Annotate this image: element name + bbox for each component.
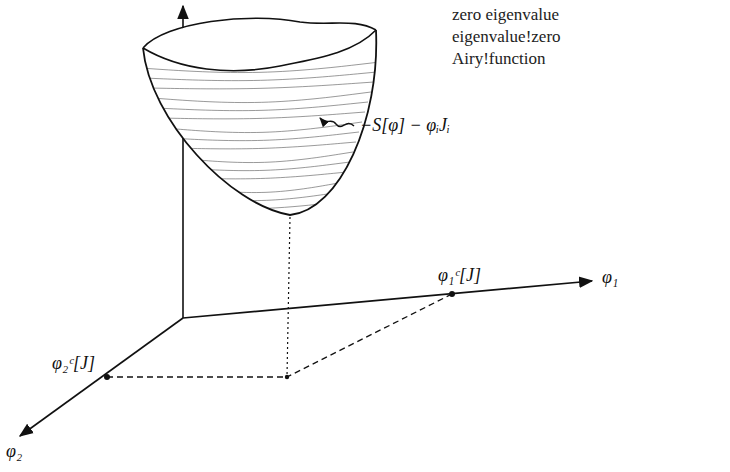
bowl-hatching [140,62,380,223]
bowl-fill [143,17,376,215]
hatch-stroke [156,102,368,111]
hatch-stroke [148,82,374,89]
dotted-drop-line [287,217,290,377]
dashed-projection [107,376,287,377]
hatch-stroke [192,192,341,201]
hatch-stroke [152,92,371,103]
hatch-stroke [200,212,335,223]
hatch-stroke [140,62,380,73]
phi1c-point [449,291,455,297]
phi1-axis [183,281,592,318]
bowl-rim-back [143,18,376,48]
pointer-arrow [320,118,354,127]
dashed-projection [287,294,452,377]
axis-label: φ₁ [602,268,618,288]
function-label: −S[φ] − φᵢJᵢ [360,116,450,136]
hatch-stroke [168,132,359,141]
bowl-outline [143,30,376,215]
axis-label: φ₂ [6,442,22,462]
hatch-stroke [184,172,347,179]
hatch-stroke [160,112,365,119]
projection-point [285,375,289,379]
hatch-stroke [164,122,362,133]
point-label: φ₁ᶜ[J] [438,266,481,286]
hatch-stroke [144,72,377,81]
index-entry: eigenvalue!zero [452,28,561,47]
hatch-stroke [188,182,344,193]
index-entry: Airy!function [452,50,545,69]
bowl-rim-front [143,30,376,71]
point-label: φ₂ᶜ[J] [52,354,95,374]
phi2c-point [104,374,110,380]
index-entry: zero eigenvalue [452,6,559,25]
hatch-stroke [172,142,356,149]
